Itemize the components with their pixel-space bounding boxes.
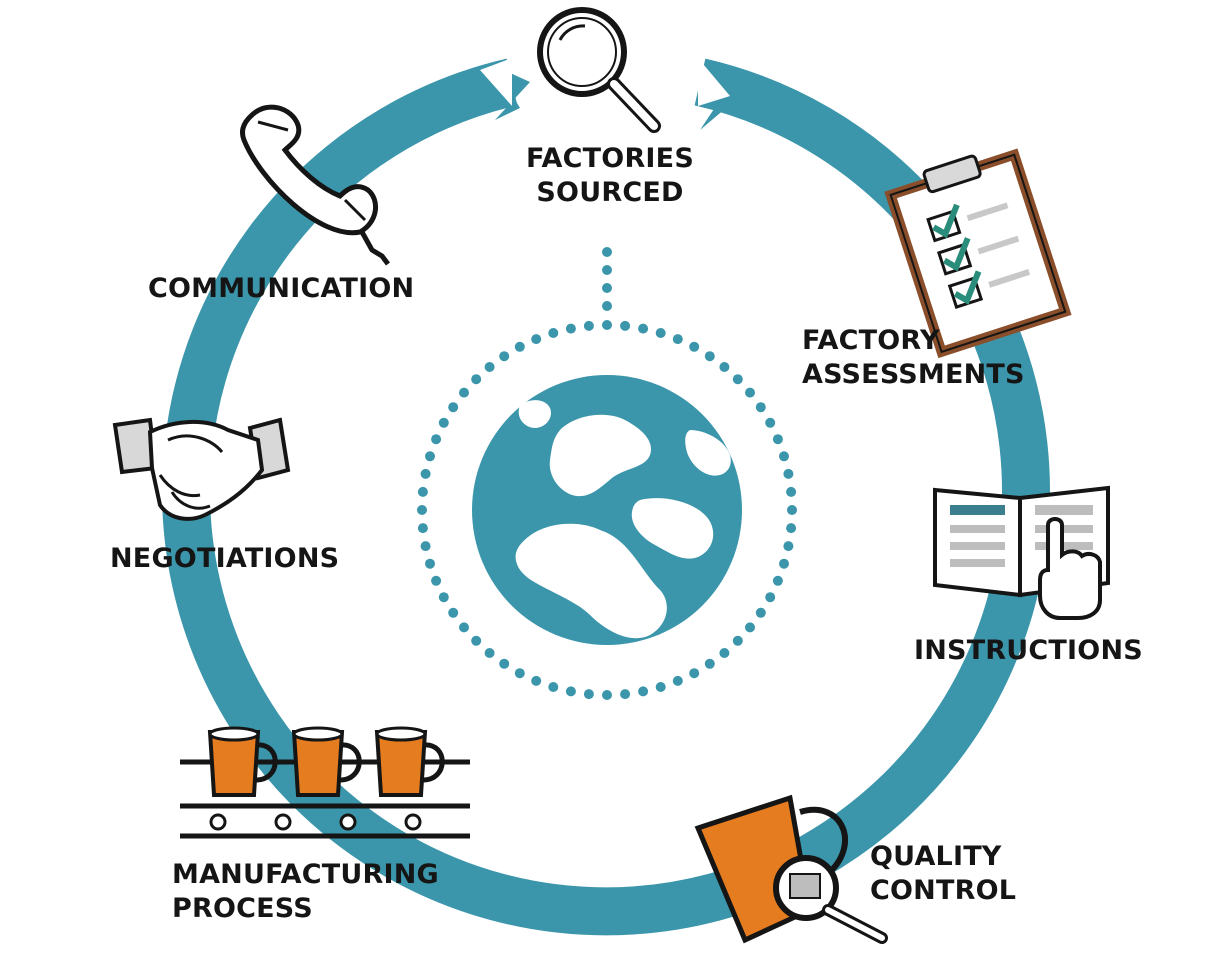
dot bbox=[531, 334, 542, 345]
label-line: SOURCED bbox=[536, 177, 684, 208]
label-line: FACTORY bbox=[802, 325, 940, 356]
label-line: COMMUNICATION bbox=[148, 273, 415, 304]
dot bbox=[655, 682, 666, 692]
label-factories-sourced: FACTORIES SOURCED bbox=[520, 142, 700, 210]
dot bbox=[755, 402, 766, 413]
dot bbox=[431, 434, 442, 445]
dot bbox=[602, 320, 612, 330]
dot bbox=[417, 486, 428, 497]
dot bbox=[583, 689, 594, 700]
label-manufacturing-process: MANUFACTURING PROCESS bbox=[172, 858, 439, 926]
dot bbox=[620, 320, 631, 331]
dot bbox=[772, 434, 783, 445]
telephone-icon bbox=[239, 104, 390, 266]
dot bbox=[620, 689, 631, 700]
dot bbox=[420, 468, 431, 479]
dotted-circle bbox=[417, 320, 797, 700]
dot bbox=[765, 592, 776, 603]
dot bbox=[719, 648, 730, 658]
dot bbox=[783, 468, 794, 479]
dot bbox=[531, 675, 542, 686]
label-instructions: INSTRUCTIONS bbox=[914, 634, 1143, 668]
label-line: CONTROL bbox=[870, 875, 1017, 906]
dot bbox=[655, 328, 666, 338]
dot bbox=[484, 362, 495, 372]
dot bbox=[745, 622, 755, 633]
dot bbox=[417, 523, 428, 534]
dot bbox=[638, 686, 649, 697]
label-line: MANUFACTURING bbox=[172, 859, 439, 890]
dot bbox=[471, 635, 482, 646]
label-negotiations: NEGOTIATIONS bbox=[110, 542, 339, 576]
dot bbox=[745, 387, 755, 398]
dot bbox=[459, 387, 469, 398]
dot bbox=[783, 541, 794, 552]
label-factory-assessments: FACTORY ASSESSMENTS bbox=[802, 324, 1025, 392]
dot bbox=[704, 351, 715, 362]
dot bbox=[755, 607, 766, 618]
magnifier-icon bbox=[537, 7, 661, 133]
dot bbox=[459, 622, 469, 633]
dot bbox=[548, 328, 559, 338]
dot bbox=[672, 334, 683, 345]
dot bbox=[499, 658, 510, 669]
label-line: NEGOTIATIONS bbox=[110, 543, 340, 574]
label-line: QUALITY bbox=[870, 841, 1002, 872]
dot bbox=[425, 558, 435, 569]
dot bbox=[704, 658, 715, 669]
dot bbox=[431, 575, 442, 586]
globe-icon bbox=[472, 375, 742, 645]
dot bbox=[565, 686, 576, 697]
dot bbox=[732, 635, 743, 646]
conveyor-belt-icon bbox=[180, 726, 470, 839]
dot bbox=[786, 486, 797, 497]
dot bbox=[514, 668, 525, 679]
dot bbox=[565, 323, 576, 334]
dot bbox=[548, 682, 559, 692]
label-communication: COMMUNICATION bbox=[148, 272, 414, 306]
dot bbox=[765, 417, 776, 428]
dot bbox=[438, 592, 449, 603]
dot bbox=[484, 648, 495, 658]
dot bbox=[719, 362, 730, 372]
dot bbox=[583, 320, 594, 331]
dot bbox=[471, 374, 482, 385]
label-line: FACTORIES bbox=[526, 143, 694, 174]
dot bbox=[425, 451, 435, 462]
dot bbox=[672, 675, 683, 686]
dot bbox=[689, 668, 700, 679]
label-line: PROCESS bbox=[172, 893, 313, 924]
dot bbox=[786, 523, 797, 534]
dot bbox=[448, 402, 459, 413]
dot bbox=[689, 341, 700, 352]
dot bbox=[787, 505, 797, 515]
mug-inspection-icon bbox=[694, 794, 888, 944]
label-line: INSTRUCTIONS bbox=[914, 635, 1143, 666]
dot bbox=[499, 351, 510, 362]
dot bbox=[417, 505, 427, 515]
label-quality-control: QUALITY CONTROL bbox=[870, 840, 1016, 908]
clipboard-checklist-icon bbox=[884, 148, 1072, 359]
dotted-connector bbox=[602, 247, 612, 311]
open-book-icon bbox=[933, 485, 1110, 620]
dot bbox=[779, 451, 789, 462]
label-line: ASSESSMENTS bbox=[802, 359, 1025, 390]
dot bbox=[514, 341, 525, 352]
dot bbox=[438, 417, 449, 428]
dot bbox=[448, 607, 459, 618]
handshake-icon bbox=[112, 417, 291, 521]
dot bbox=[779, 558, 789, 569]
dot bbox=[638, 323, 649, 334]
dot bbox=[602, 690, 612, 700]
dot bbox=[420, 541, 431, 552]
dot bbox=[772, 575, 783, 586]
dot bbox=[732, 374, 743, 385]
